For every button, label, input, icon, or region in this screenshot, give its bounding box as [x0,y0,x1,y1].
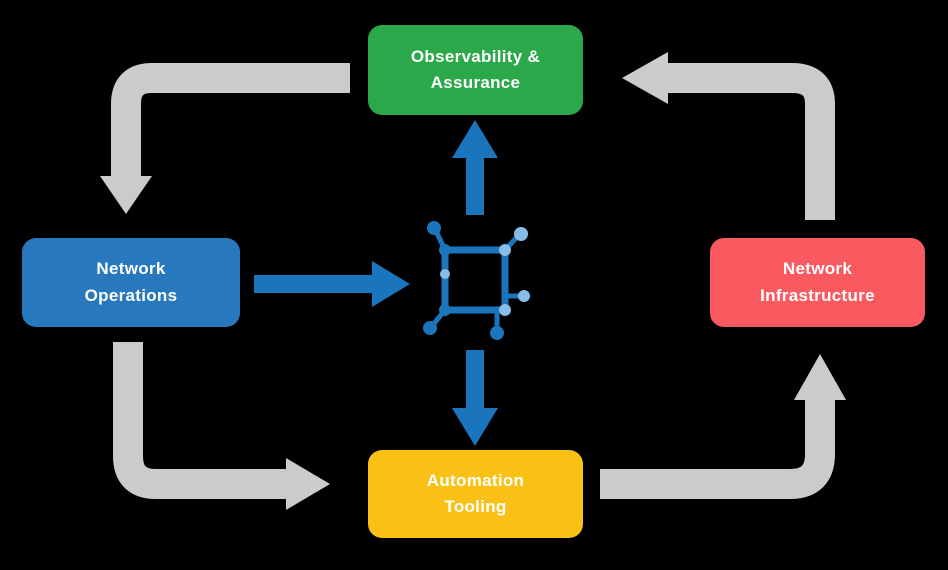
cycle-arrow-automation-to-infrastructure [600,354,846,499]
node-observability-assurance: Observability & Assurance [368,25,583,115]
cycle-arrow-infrastructure-to-observability [622,52,835,220]
arrow-center-to-observability [452,120,498,215]
node-network-operations: Network Operations [22,238,240,327]
arrow-center-to-automation [452,350,498,446]
network-nodes-icon [423,221,530,340]
arrow-operations-to-center [254,261,410,307]
cycle-arrow-operations-to-automation [113,342,330,510]
node-automation-tooling: Automation Tooling [368,450,583,538]
node-network-infrastructure: Network Infrastructure [710,238,925,327]
cycle-arrow-observability-to-operations [100,63,350,214]
